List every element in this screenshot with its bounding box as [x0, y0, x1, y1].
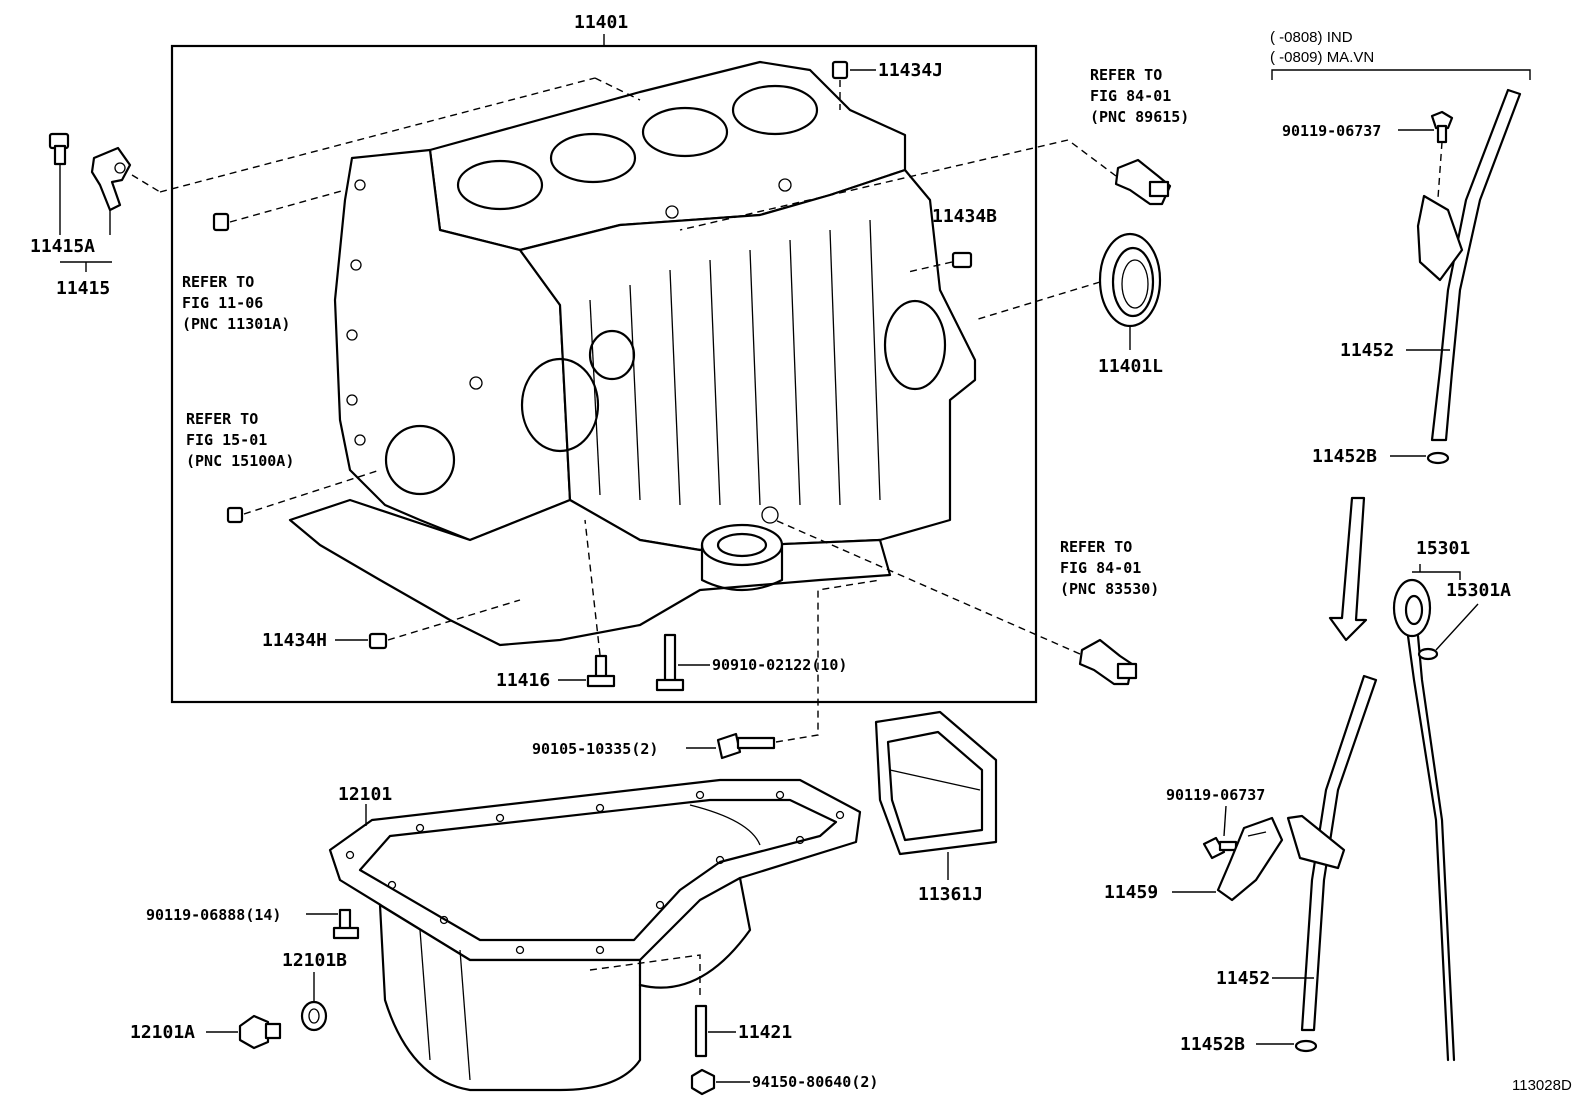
svg-text:REFER TO: REFER TO — [1060, 538, 1132, 556]
label-11401[interactable]: 11401 — [574, 12, 628, 33]
label-11415A[interactable]: 11415A — [30, 236, 95, 257]
stud-11421[interactable] — [694, 1004, 736, 1058]
svg-text:(PNC 15100A): (PNC 15100A) — [186, 452, 294, 470]
svg-text:(PNC 83530): (PNC 83530) — [1060, 580, 1159, 598]
svg-text:( -0808) IND: ( -0808) IND — [1270, 29, 1353, 46]
bolt-11415A[interactable] — [48, 132, 70, 166]
svg-text:REFER TO: REFER TO — [186, 410, 258, 428]
ref-fig-15-01[interactable]: REFER TO FIG 15-01 (PNC 15100A) — [186, 410, 294, 470]
label-11459[interactable]: 11459 — [1104, 882, 1158, 903]
label-94150-80640[interactable]: 94150-80640(2) — [752, 1073, 878, 1091]
label-11434H[interactable]: 11434H — [262, 630, 327, 651]
ref-fig-11-06[interactable]: REFER TO FIG 11-06 (PNC 11301A) — [182, 273, 290, 333]
label-11434J[interactable]: 11434J — [878, 60, 943, 81]
label-90105-10335[interactable]: 90105-10335(2) — [532, 740, 658, 758]
pin-11434J[interactable] — [831, 60, 876, 80]
sensor-89615[interactable] — [1114, 158, 1172, 206]
label-11401L[interactable]: 11401L — [1098, 356, 1163, 377]
label-15301[interactable]: 15301 — [1416, 538, 1470, 559]
label-11361J[interactable]: 11361J — [918, 884, 983, 905]
dipstick-15301[interactable] — [1392, 578, 1456, 1062]
label-90119-06888[interactable]: 90119-06888(14) — [146, 906, 281, 924]
sensor-83530[interactable] — [1078, 638, 1138, 686]
label-12101[interactable]: 12101 — [338, 784, 392, 805]
stud-90910-02122[interactable] — [655, 633, 710, 692]
sensor-11415[interactable] — [90, 146, 132, 212]
nut-94150-80640[interactable] — [690, 1068, 750, 1096]
svg-text:REFER TO: REFER TO — [1090, 66, 1162, 84]
ref-fig-84-01-83530[interactable]: REFER TO FIG 84-01 (PNC 83530) — [1060, 538, 1159, 598]
diagram-code: 113028D — [1512, 1077, 1572, 1094]
svg-text:FIG 15-01: FIG 15-01 — [186, 431, 267, 449]
bolt-90119-06737-lower[interactable] — [1202, 836, 1238, 860]
drain-plug-12101A[interactable] — [206, 1014, 282, 1050]
bolt-11416[interactable] — [558, 654, 616, 688]
applicability-note: ( -0808) IND ( -0809) MA.VN — [1270, 29, 1531, 80]
label-12101A[interactable]: 12101A — [130, 1022, 195, 1043]
bolt-90119-06888[interactable] — [306, 908, 360, 940]
label-11452-upper[interactable]: 11452 — [1340, 340, 1394, 361]
cylinder-block[interactable] — [288, 60, 977, 647]
bolt-90119-06737-upper[interactable] — [1398, 110, 1454, 144]
guide-tube-11452-upper[interactable] — [1406, 88, 1522, 442]
pin-11434B[interactable] — [951, 251, 973, 269]
label-11452B-lower[interactable]: 11452B — [1180, 1034, 1245, 1055]
label-15301A[interactable]: 15301A — [1446, 580, 1511, 601]
svg-text:( -0809) MA.VN: ( -0809) MA.VN — [1270, 49, 1374, 66]
svg-text:(PNC 11301A): (PNC 11301A) — [182, 315, 290, 333]
label-12101B[interactable]: 12101B — [282, 950, 347, 971]
pin-15100A[interactable] — [226, 506, 244, 524]
svg-text:REFER TO: REFER TO — [182, 273, 254, 291]
label-11434B[interactable]: 11434B — [932, 206, 997, 227]
label-11452-lower[interactable]: 11452 — [1216, 968, 1270, 989]
bracket-11459[interactable] — [1172, 816, 1284, 902]
label-11421[interactable]: 11421 — [738, 1022, 792, 1043]
svg-text:FIG 84-01: FIG 84-01 — [1060, 559, 1141, 577]
label-90119-06737-upper[interactable]: 90119-06737 — [1282, 122, 1381, 140]
label-11415[interactable]: 11415 — [56, 278, 110, 299]
baffle-plate-11361J[interactable] — [874, 710, 998, 880]
svg-text:FIG 11-06: FIG 11-06 — [182, 294, 263, 312]
pin-11301A[interactable] — [212, 212, 230, 232]
ref-fig-84-01-89615[interactable]: REFER TO FIG 84-01 (PNC 89615) — [1090, 66, 1189, 126]
oil-seal-11401L[interactable] — [1098, 232, 1162, 328]
oil-pan-12101[interactable] — [328, 778, 862, 1092]
svg-text:FIG 84-01: FIG 84-01 — [1090, 87, 1171, 105]
arrow-down-icon — [1328, 496, 1368, 642]
svg-text:(PNC 89615): (PNC 89615) — [1090, 108, 1189, 126]
label-90119-06737-lower[interactable]: 90119-06737 — [1166, 786, 1265, 804]
plug-11434H[interactable] — [335, 632, 388, 650]
bolt-90105-10335[interactable] — [686, 732, 776, 760]
label-11416[interactable]: 11416 — [496, 670, 550, 691]
o-ring-11452B-upper[interactable] — [1390, 451, 1450, 465]
label-90910-02122[interactable]: 90910-02122(10) — [712, 656, 847, 674]
o-ring-15301A[interactable] — [1417, 603, 1479, 661]
guide-tube-11452-lower[interactable] — [1272, 674, 1378, 1032]
label-11452B-upper[interactable]: 11452B — [1312, 446, 1377, 467]
o-ring-11452B-lower[interactable] — [1256, 1039, 1318, 1053]
gasket-12101B[interactable] — [300, 972, 328, 1032]
